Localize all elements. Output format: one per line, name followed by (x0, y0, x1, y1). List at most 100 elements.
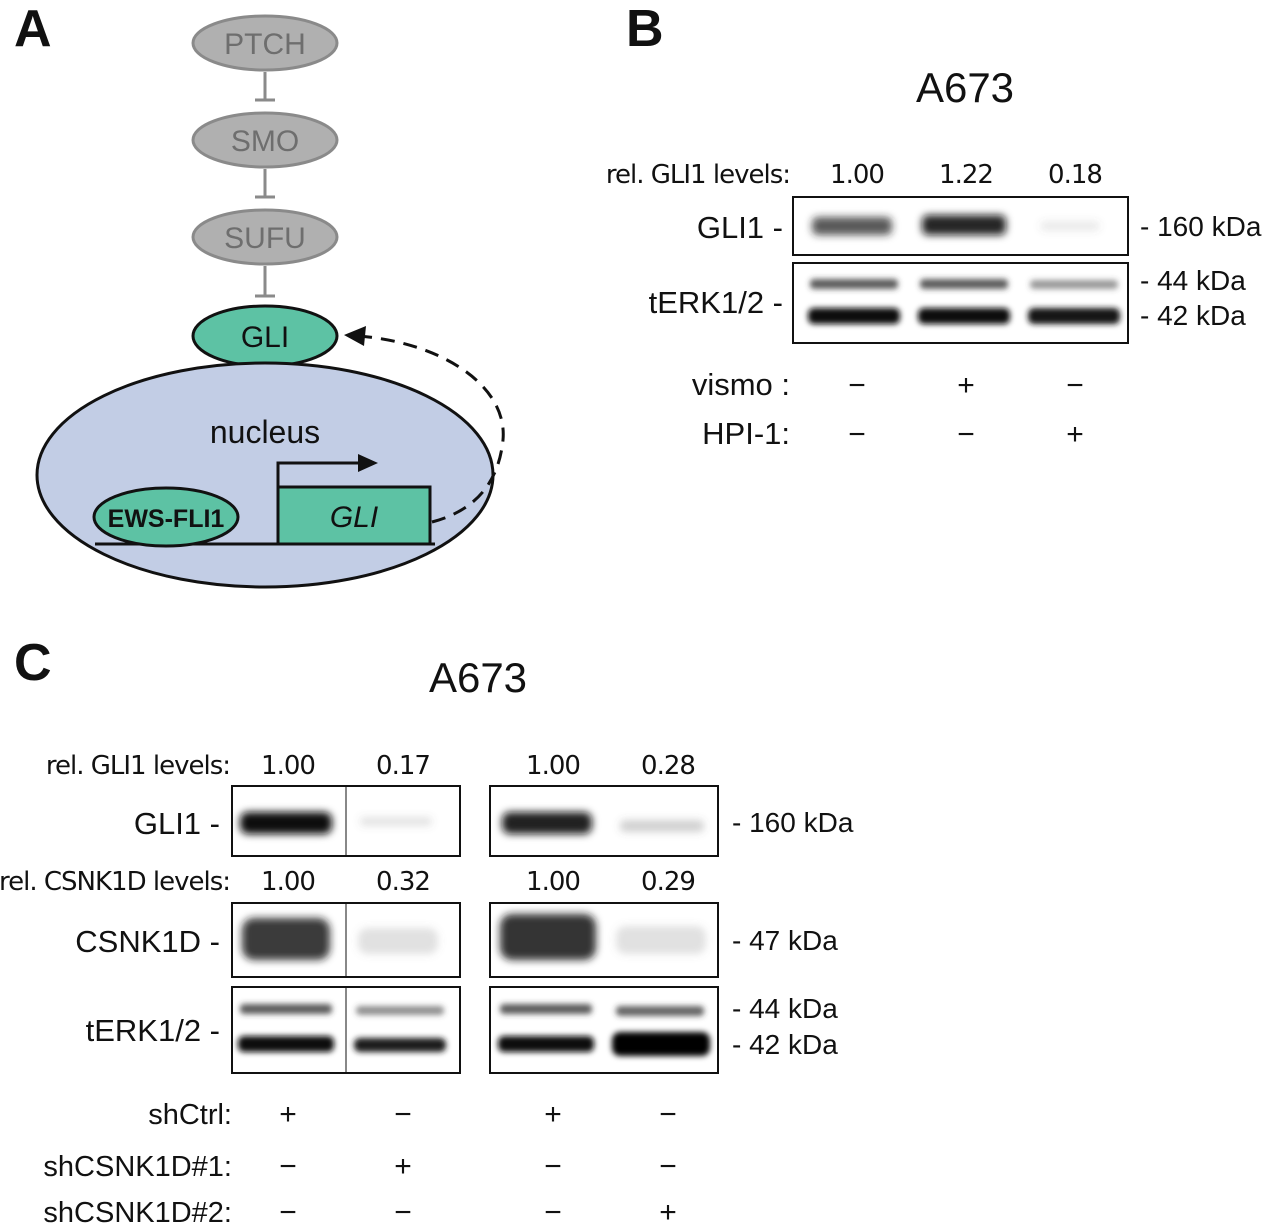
panel-c-gli1-band (360, 817, 432, 826)
panel-b-terk-band (920, 279, 1008, 289)
feedback-arrowhead (344, 326, 366, 346)
panel-c-rel-value: 0.32 (376, 867, 430, 897)
panel-c-treatment-value: − (394, 1098, 412, 1131)
ptch-node (191, 14, 339, 72)
panel-c-gli1-band (620, 820, 704, 832)
panel-c-csnk1d-band (358, 928, 438, 954)
panel-c-treatment-label: shCSNK1D#1: (43, 1151, 232, 1183)
panel-c-treatment-label: shCtrl: (148, 1099, 232, 1131)
panel-b-treatment-value: − (848, 369, 866, 402)
panel-c-rel-value: 0.17 (376, 751, 430, 781)
panel-b-terk-band (810, 279, 898, 289)
panel-b: B A673 rel. GLI1 levels: 1.00 1.22 0.18 … (606, 0, 1262, 451)
transcription-arrowhead (358, 454, 378, 472)
panel-b-treatment-value: − (848, 418, 866, 451)
panel-b-terk-blot (792, 262, 1129, 344)
sufu-label: SUFU (224, 222, 306, 255)
panel-c-gli1-band (240, 812, 332, 834)
panel-b-gli1-band (1040, 221, 1100, 231)
panel-c-letter: C (14, 634, 52, 692)
panel-c-rel-value: 0.28 (641, 751, 695, 781)
panel-b-treatment-label: vismo : (692, 367, 790, 402)
panel-c-treatment-value: + (659, 1196, 677, 1229)
panel-b-treatment-value: − (1066, 369, 1084, 402)
panel-c-rel-value: 0.29 (641, 867, 695, 897)
panel-b-treatment-value: + (1066, 418, 1084, 451)
panel-c-terk-band (498, 1036, 594, 1052)
ews-fli1-node (92, 486, 240, 548)
panel-b-gli1-bands (812, 215, 1100, 235)
inhibit-sufu-gli (255, 266, 275, 298)
panel-c-treatment-value: + (544, 1098, 562, 1131)
panel-b-blot-name: tERK1/2 - (649, 285, 783, 320)
panel-c-rel-value: 1.00 (526, 751, 580, 781)
panel-c-terk-band (616, 1006, 704, 1016)
ews-fli1-label: EWS-FLI1 (108, 505, 225, 533)
panel-c-terk-band (356, 1006, 444, 1015)
panel-a: A PTCH SMO SUFU GLI nucleus EWS-FLI1 GLI (14, 0, 505, 589)
panel-c-terk-band (354, 1038, 446, 1052)
ptch-label: PTCH (224, 28, 306, 61)
panel-c-marker: - 44 kDa (732, 993, 838, 1024)
panel-c-treatment-value: − (394, 1196, 412, 1229)
panel-b-letter: B (626, 0, 664, 58)
panel-c-gli1-band (502, 812, 592, 834)
gli-gene-label: GLI (330, 501, 378, 534)
gli-gene-box (276, 485, 432, 546)
nucleus-label: nucleus (210, 414, 320, 450)
panel-c-terk-band (612, 1032, 710, 1056)
panel-c-rel-value: 1.00 (261, 867, 315, 897)
panel-c-terk-band (238, 1036, 334, 1052)
panel-c-terk-bands (238, 1004, 710, 1056)
panel-b-marker: - 160 kDa (1140, 211, 1262, 242)
smo-node (191, 111, 339, 169)
panel-c-terk-band (500, 1004, 592, 1014)
panel-b-terk-bands (808, 279, 1120, 324)
inhibit-smo-sufu (255, 169, 275, 199)
panel-c-csnk1d-band (242, 918, 330, 960)
nucleus (35, 361, 495, 589)
gli-label: GLI (241, 321, 289, 354)
panel-c-csnk1d-bands (242, 914, 706, 960)
panel-b-rel-label: rel. GLI1 levels: (606, 160, 790, 190)
panel-c-treatment-label: shCSNK1D#2: (43, 1197, 232, 1229)
panel-b-gli1-band (922, 215, 1006, 235)
panel-c-treatment-value: − (544, 1150, 562, 1183)
panel-b-rel-value: 1.22 (939, 160, 993, 190)
panel-b-marker: - 42 kDa (1140, 300, 1246, 331)
sufu-node (191, 208, 339, 266)
panel-c-treatment-value: − (659, 1098, 677, 1131)
panel-c-treatment-value: − (279, 1150, 297, 1183)
panel-c-rel-label: rel. GLI1 levels: (46, 751, 230, 781)
panel-b-gli1-band (812, 217, 892, 235)
panel-b-cell-line: A673 (916, 64, 1014, 111)
panel-c-treatment-value: − (544, 1196, 562, 1229)
panel-b-terk-band (918, 308, 1010, 324)
panel-c-rel-value: 1.00 (261, 751, 315, 781)
panel-c-csnk1d-band (616, 926, 706, 954)
panel-c-treatment-value: − (659, 1150, 677, 1183)
panel-c-csnk1d-band (500, 914, 596, 960)
panel-c-blot-name: GLI1 - (134, 806, 220, 841)
panel-b-treatment-label: HPI-1: (702, 416, 790, 451)
panel-b-terk-band (1028, 308, 1120, 324)
panel-c-rel-label: rel. CSNK1D levels: (0, 867, 230, 897)
panel-c-marker: - 160 kDa (732, 807, 854, 838)
panel-c-treatment-value: − (279, 1196, 297, 1229)
panel-c-gli1-bands (240, 812, 704, 834)
transcription-arrow (276, 461, 362, 487)
panel-b-treatment-value: + (957, 369, 975, 402)
panel-b-rel-value: 1.00 (830, 160, 884, 190)
panel-c-terk-blot-right (489, 986, 719, 1074)
panel-c-rel-value: 1.00 (526, 867, 580, 897)
panel-c-cell-line: A673 (429, 654, 527, 701)
panel-b-treatment-value: − (957, 418, 975, 451)
panel-c-blot-name: CSNK1D - (75, 924, 220, 959)
feedback-arrow (357, 334, 505, 524)
panel-c-treatment-value: + (279, 1098, 297, 1131)
panel-c-treatment-value: + (394, 1150, 412, 1183)
panel-c-blot-name: tERK1/2 - (86, 1013, 220, 1048)
panel-b-rel-value: 0.18 (1048, 160, 1102, 190)
panel-b-terk-band (1030, 280, 1118, 289)
